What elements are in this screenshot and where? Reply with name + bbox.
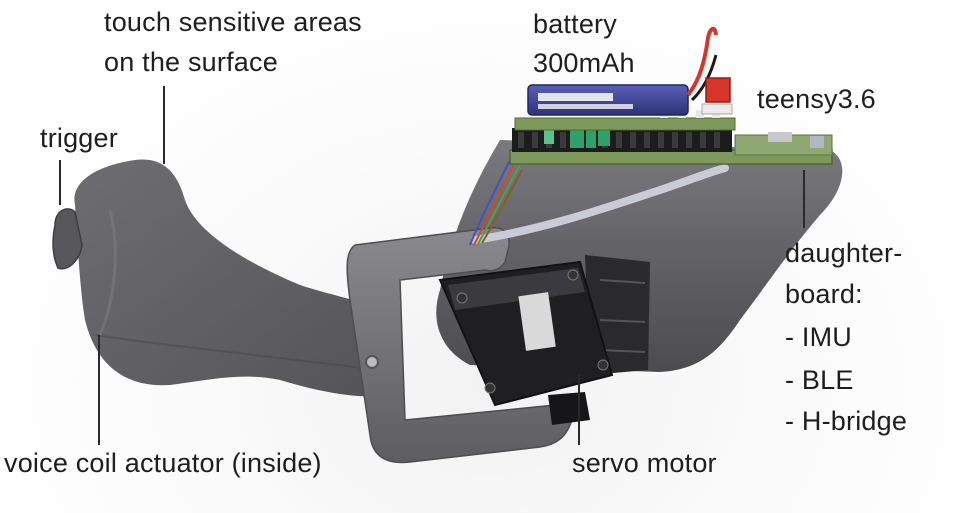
voice-coil-leader-line <box>98 335 100 445</box>
servo-motor-label: servo motor <box>572 448 717 478</box>
battery-label-line1: battery <box>533 9 617 39</box>
battery-label-line2: 300mAh <box>533 48 635 78</box>
touch-leader-line <box>163 86 165 164</box>
daughterboard-item-ble: - BLE <box>785 365 854 395</box>
daughterboard-item-imu: - IMU <box>785 322 852 352</box>
handle-body <box>74 159 395 397</box>
daughterboard-label-line2: board: <box>785 279 863 309</box>
trigger-label: trigger <box>40 123 118 153</box>
teensy-label: teensy3.6 <box>757 84 876 114</box>
touch-areas-label-line1: touch sensitive areas <box>104 7 362 37</box>
trigger-leader-line <box>59 160 61 205</box>
battery-connector <box>705 77 731 103</box>
teensy-board <box>514 117 736 131</box>
servo-leader-line <box>578 375 580 445</box>
daughterboard-label-line1: daughter- <box>785 238 903 268</box>
servo-bracket <box>346 227 573 464</box>
daughterboard-item-hbridge: - H-bridge <box>785 406 908 436</box>
touch-areas-label-line2: on the surface <box>104 47 278 77</box>
voice-coil-label: voice coil actuator (inside) <box>4 448 322 478</box>
trigger-part <box>52 208 83 270</box>
daughterboard-leader-line <box>803 170 805 228</box>
ribbon-cable <box>471 164 729 244</box>
